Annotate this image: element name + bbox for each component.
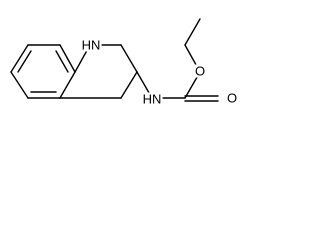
- bond-benzene-3: [59, 44, 76, 73]
- bond-layer: [10, 18, 219, 102]
- amide-nh-label: H​N: [141, 91, 163, 107]
- carbonyl-oxygen-label: O: [225, 90, 239, 106]
- bond-ring-c3-c4: [120, 71, 138, 99]
- bond-benzene-1: [10, 44, 29, 73]
- molecule-diagram: H​N H​N O O: [0, 0, 254, 142]
- bond-benzene-double-1: [17, 50, 32, 73]
- bond-ch2-ch3: [184, 18, 201, 46]
- bond-benzene-6: [10, 71, 29, 99]
- bond-benzene-4: [59, 71, 76, 99]
- ring-nh-label: H​N: [80, 37, 102, 53]
- bond-benzene-double-2: [55, 50, 69, 73]
- ester-oxygen-label: O: [193, 63, 207, 79]
- bond-ring-c2-c3: [120, 44, 138, 73]
